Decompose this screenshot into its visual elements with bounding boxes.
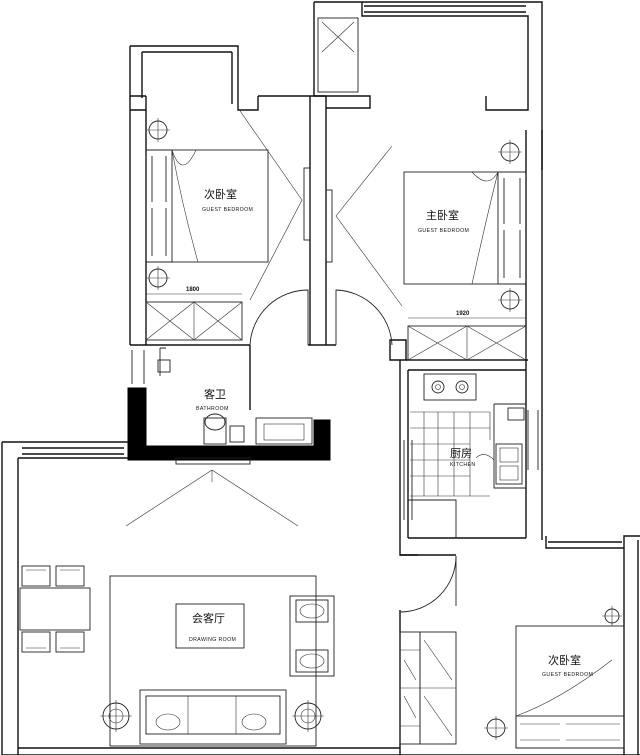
lamp-icon bbox=[146, 266, 170, 290]
lamp-icon bbox=[146, 118, 170, 142]
room-name-en: BATHROOM bbox=[196, 406, 229, 412]
room-name-cn: 主卧室 bbox=[426, 208, 459, 222]
guest-bedroom-left: 1800 次卧室 GUEST BEDROOM bbox=[145, 107, 303, 341]
sink-icon bbox=[495, 443, 523, 485]
room-name-en: DRAWING ROOM bbox=[189, 637, 236, 643]
room-name-en: GUEST BEDROOM bbox=[542, 672, 593, 678]
lamp-icon bbox=[484, 716, 508, 740]
armchairs bbox=[289, 595, 335, 677]
floor-tiles bbox=[410, 411, 491, 497]
room-name-en: KITCHEN bbox=[450, 462, 476, 468]
doors bbox=[131, 167, 539, 613]
lamp-icon bbox=[498, 288, 522, 312]
toilet-icon bbox=[203, 413, 245, 445]
room-name-cn: 客卫 bbox=[204, 387, 226, 401]
dimension-master-bed: 1920 bbox=[456, 311, 470, 317]
kitchen: 厨房 KITCHEN bbox=[408, 373, 526, 538]
room-name-cn: 厨房 bbox=[450, 447, 472, 460]
dining-table bbox=[19, 565, 91, 653]
stove-icon bbox=[423, 373, 477, 401]
room-name-cn: 会客厅 bbox=[192, 611, 225, 625]
room-name-cn: 次卧室 bbox=[548, 653, 581, 667]
drawing-room: 会客厅 DRAWING ROOM bbox=[19, 469, 335, 747]
bathroom: 客卫 BATHROOM bbox=[157, 347, 313, 445]
lamp-icon bbox=[292, 700, 324, 732]
room-name-cn: 次卧室 bbox=[204, 187, 237, 201]
lamp-icon bbox=[498, 140, 522, 164]
guest-bedroom-right: 次卧室 GUEST BEDROOM bbox=[399, 606, 625, 749]
master-bedroom: 1920 主卧室 GUEST BEDROOM bbox=[335, 140, 527, 361]
dimension-left-bed: 1800 bbox=[186, 287, 200, 293]
lamp-icon bbox=[602, 606, 622, 626]
sofa bbox=[139, 689, 287, 745]
lamp-icon bbox=[100, 700, 132, 732]
room-name-en: GUEST BEDROOM bbox=[418, 228, 469, 234]
room-name-en: GUEST BEDROOM bbox=[202, 207, 253, 213]
